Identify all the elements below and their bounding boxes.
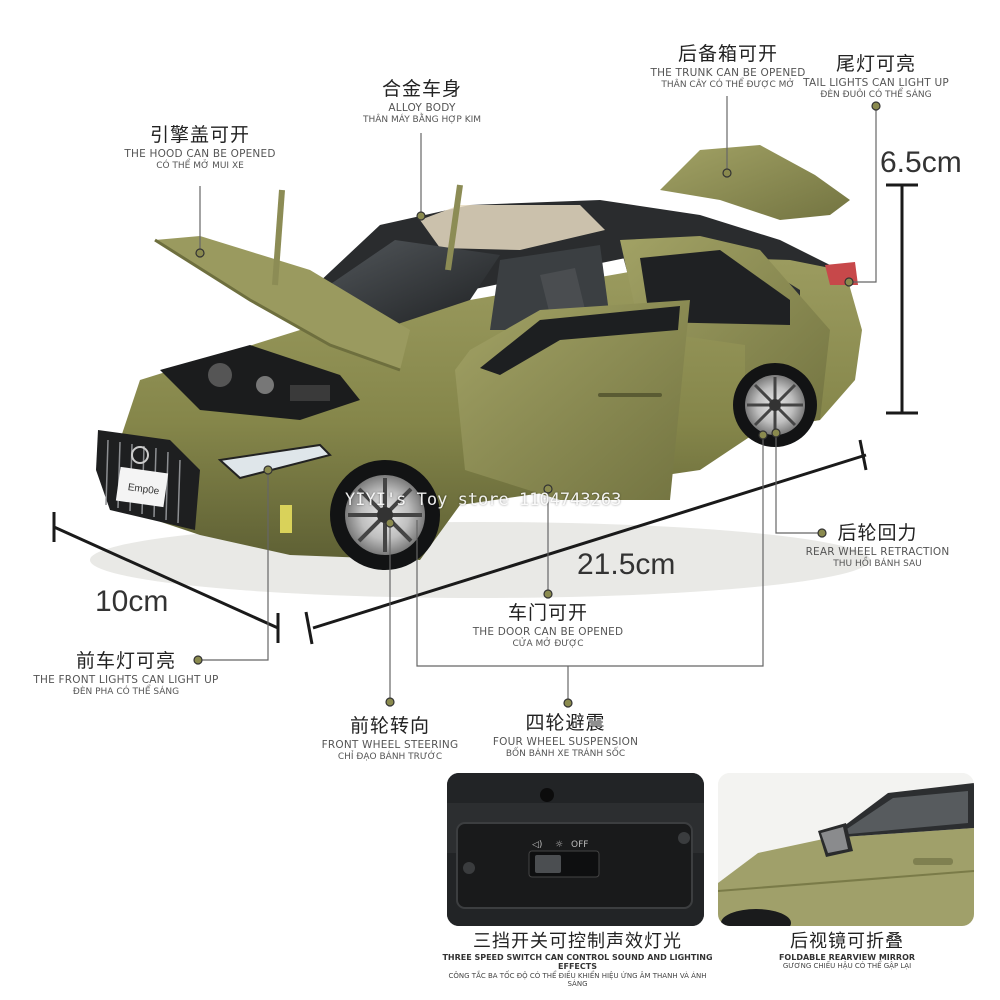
svg-text:☼: ☼ xyxy=(555,840,563,850)
callout-hood: 引擎盖可开 THE HOOD CAN BE OPENED CÓ THỂ MỞ M… xyxy=(110,124,290,172)
svg-text:◁): ◁) xyxy=(532,840,542,850)
callout-door-vi: CỬA MỞ ĐƯỢC xyxy=(512,638,584,649)
callout-front-light-zh: 前车灯可亮 xyxy=(75,650,176,672)
callout-trunk: 后备箱可开 THE TRUNK CAN BE OPENED THÂN CÂY C… xyxy=(648,43,808,91)
callout-rear-wheel-en: REAR WHEEL RETRACTION xyxy=(805,545,950,558)
callout-rear-wheel-zh: 后轮回力 xyxy=(837,522,918,544)
callout-alloy-vi: THÂN MÁY BẰNG HỢP KIM xyxy=(362,114,482,125)
sunroof-glass xyxy=(420,205,605,250)
callout-door: 车门可开 THE DOOR CAN BE OPENED CỬA MỞ ĐƯỢC xyxy=(463,602,633,650)
trunk-lid-open xyxy=(660,145,850,220)
callout-trunk-vi: THÂN CÂY CÓ THỂ ĐƯỢC MỞ xyxy=(661,79,795,90)
callout-trunk-zh: 后备箱可开 xyxy=(677,43,778,65)
callout-rear-wheel: 后轮回力 REAR WHEEL RETRACTION THU HỒI BÁNH … xyxy=(800,522,955,570)
callout-steering-zh: 前轮转向 xyxy=(349,715,430,737)
mirror-illustration xyxy=(718,773,974,926)
callout-tail-zh: 尾灯可亮 xyxy=(835,53,916,75)
callout-alloy-en: ALLOY BODY xyxy=(388,101,456,114)
mirror-detail-photo xyxy=(718,773,974,926)
callout-alloy: 合金车身 ALLOY BODY THÂN MÁY BẰNG HỢP KIM xyxy=(342,78,502,126)
callout-alloy-zh: 合金车身 xyxy=(381,78,462,100)
callout-hood-en: THE HOOD CAN BE OPENED xyxy=(124,147,276,160)
hood-open xyxy=(155,236,410,370)
callout-steering-en: FRONT WHEEL STEERING xyxy=(321,738,459,751)
callout-front-light-en: THE FRONT LIGHTS CAN LIGHT UP xyxy=(33,673,219,686)
mirror-caption-en: FOLDABLE REARVIEW MIRROR xyxy=(778,952,916,962)
license-plate xyxy=(115,466,169,508)
callout-suspension-en: FOUR WHEEL SUSPENSION xyxy=(492,735,639,748)
mirror-caption-zh: 后视镜可折叠 xyxy=(790,931,904,952)
dimension-length: 21.5cm xyxy=(577,548,676,581)
switch-caption-en: THREE SPEED SWITCH CAN CONTROL SOUND AND… xyxy=(442,952,713,972)
headlight xyxy=(217,443,332,480)
fog-light xyxy=(280,505,292,533)
callout-tail: 尾灯可亮 TAIL LIGHTS CAN LIGHT UP ĐÈN ĐUÔI C… xyxy=(802,53,950,101)
switch-caption: 三挡开关可控制声效灯光 THREE SPEED SWITCH CAN CONTR… xyxy=(440,931,715,989)
dimension-width: 10cm xyxy=(95,585,169,618)
dimension-lines xyxy=(52,183,918,645)
switch-caption-zh: 三挡开关可控制声效灯光 xyxy=(473,931,682,952)
callout-trunk-en: THE TRUNK CAN BE OPENED xyxy=(650,66,806,79)
rear-wheel xyxy=(733,363,817,447)
switch-off-label: OFF xyxy=(571,840,588,850)
watermark: YIYI's Toy store 1104743263 xyxy=(345,490,622,510)
switch-caption-vi: CÔNG TẮC BA TỐC ĐỘ CÓ THỂ ĐIỀU KHIỂN HIỆ… xyxy=(448,971,707,989)
mirror-caption-vi: GƯƠNG CHIẾU HẬU CÓ THỂ GẬP LẠI xyxy=(782,962,912,971)
callout-front-light: 前车灯可亮 THE FRONT LIGHTS CAN LIGHT UP ĐÈN … xyxy=(30,650,222,698)
callout-tail-en: TAIL LIGHTS CAN LIGHT UP xyxy=(803,76,949,89)
mirror-caption: 后视镜可折叠 FOLDABLE REARVIEW MIRROR GƯƠNG CH… xyxy=(742,931,952,971)
plate-text: Emp0e xyxy=(127,482,160,497)
callout-suspension: 四轮避震 FOUR WHEEL SUSPENSION BỐN BÁNH XE T… xyxy=(488,712,643,760)
callout-rear-wheel-vi: THU HỒI BÁNH SAU xyxy=(833,558,922,569)
front-wheel xyxy=(330,460,440,570)
callout-hood-vi: CÓ THỂ MỞ MUI XE xyxy=(156,160,244,171)
dimension-height: 6.5cm xyxy=(880,146,962,179)
front-door-window xyxy=(480,306,680,375)
leader-dots xyxy=(193,101,881,708)
switch-detail-photo: ◁) ☼ OFF xyxy=(447,773,704,926)
callout-front-light-vi: ĐÈN PHA CÓ THỂ SÁNG xyxy=(72,686,180,697)
leader-lines xyxy=(198,96,877,703)
callout-door-zh: 车门可开 xyxy=(507,602,588,624)
callout-steering-vi: CHỈ ĐẠO BÁNH TRƯỚC xyxy=(337,751,443,762)
callout-suspension-vi: BỐN BÁNH XE TRÁNH SỐC xyxy=(505,748,626,759)
callout-steering: 前轮转向 FRONT WHEEL STEERING CHỈ ĐẠO BÁNH T… xyxy=(316,715,464,763)
callout-door-en: THE DOOR CAN BE OPENED xyxy=(472,625,624,638)
switch-illustration: ◁) ☼ OFF xyxy=(447,773,704,926)
callout-tail-vi: ĐÈN ĐUÔI CÓ THỂ SÁNG xyxy=(820,89,932,100)
callout-hood-zh: 引擎盖可开 xyxy=(149,124,250,146)
callout-suspension-zh: 四轮避震 xyxy=(525,712,606,734)
